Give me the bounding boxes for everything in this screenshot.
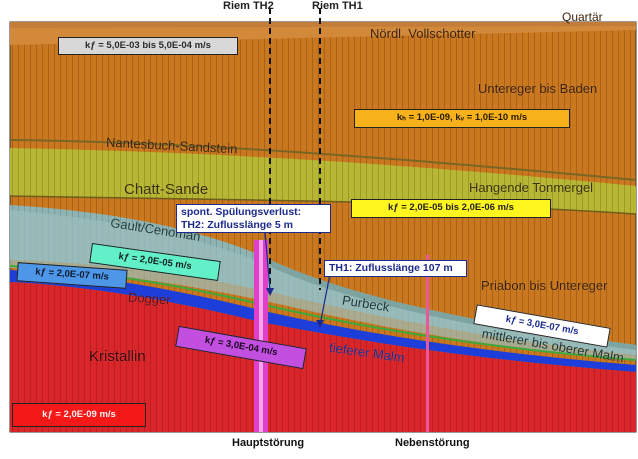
borehole-th1-label: Riem TH1 bbox=[312, 0, 363, 12]
priabon-label: Priabon bis Untereger bbox=[481, 278, 608, 293]
malm-upper-band bbox=[10, 210, 636, 360]
main-fault-label: Hauptstörung bbox=[232, 437, 305, 449]
kvalue-box-3: kƒ = 2,0E-05 bis 2,0E-06 m/s bbox=[351, 199, 551, 218]
kristallin-layer bbox=[10, 282, 636, 432]
dogger-label: Dogger bbox=[127, 289, 172, 308]
chatt-layer bbox=[10, 148, 636, 214]
kvalue-box-1: kƒ = 5,0E-03 bis 5,0E-04 m/s bbox=[58, 37, 238, 55]
th1-arrowhead bbox=[316, 320, 324, 328]
main-fault-core bbox=[259, 240, 263, 432]
th1-leader bbox=[319, 273, 331, 326]
quartaer-label: Quartär bbox=[562, 10, 603, 24]
borehole-th2-label: Riem TH2 bbox=[223, 0, 274, 12]
th2-arrowhead bbox=[266, 288, 274, 296]
kristallin-label: Kristallin bbox=[89, 348, 146, 365]
quartaer-layer bbox=[10, 22, 636, 28]
secondary-fault-line bbox=[426, 255, 429, 432]
kvalue-box-2: kₕ = 1,0E-09, kᵥ = 1,0E-10 m/s bbox=[354, 109, 570, 128]
th2-callout-line2: TH2: Zuflusslänge 5 m bbox=[181, 218, 294, 231]
hangende-label: Hangende Tonmergel bbox=[469, 180, 594, 195]
blue-band bbox=[10, 270, 636, 372]
th1-callout: TH1: Zuflusslänge 107 m bbox=[324, 260, 467, 277]
untereger-baden-label: Untereger bis Baden bbox=[478, 81, 598, 96]
vollschotter-label: Nördl. Vollschotter bbox=[370, 26, 476, 41]
secondary-fault-label: Nebenstörung bbox=[395, 437, 470, 449]
chatt-label: Chatt-Sande bbox=[124, 181, 209, 198]
th2-callout-line1: spont. Spülungsverlust: bbox=[181, 206, 302, 218]
th2-leader bbox=[264, 231, 271, 291]
th2-callout: spont. Spülungsverlust: TH2: Zuflussläng… bbox=[176, 204, 331, 234]
nantesbuch-line bbox=[9, 139, 637, 181]
kvalue-box-8: kƒ = 2,0E-09 m/s bbox=[12, 403, 146, 427]
